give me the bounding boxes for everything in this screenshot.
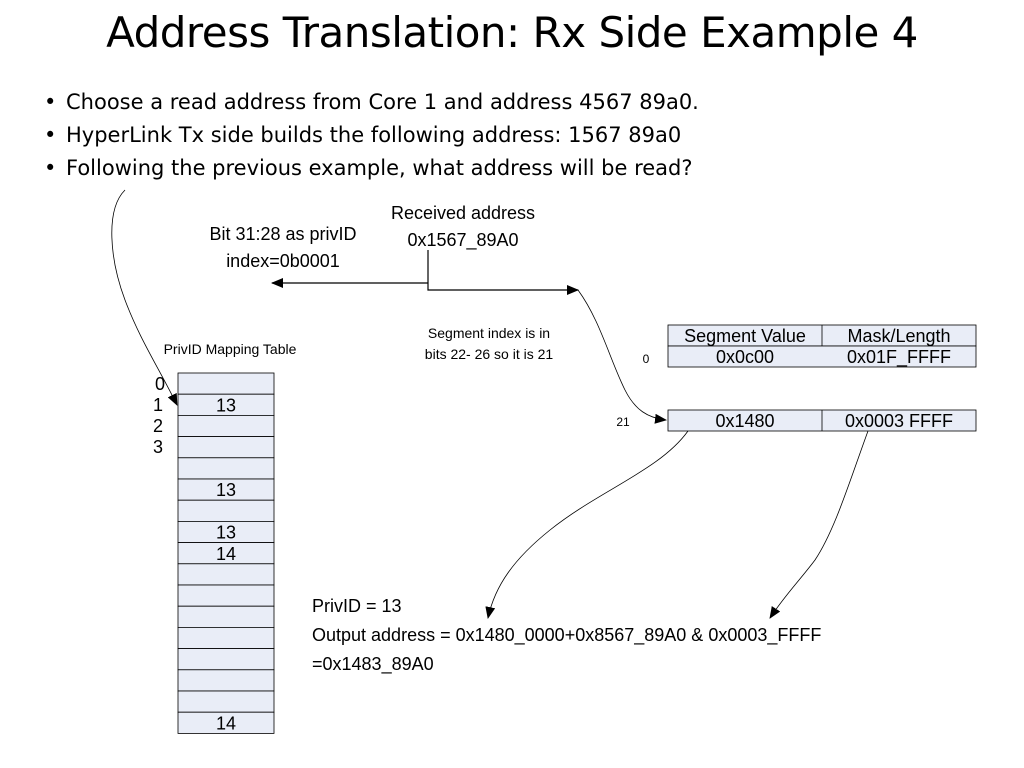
segment-row-value: 0x0c00 (716, 347, 774, 367)
mapping-table-cell (177, 648, 275, 671)
bullet-dot-icon: • (44, 90, 57, 114)
bullet-item: •Following the previous example, what ad… (44, 152, 699, 185)
segment-row-value: 0x1480 (715, 411, 774, 431)
mapping-table-cell (177, 436, 275, 459)
mapping-table-value: 13 (216, 523, 236, 543)
privid-bits-label: Bit 31:28 as privID (209, 224, 356, 244)
mapping-table-value: 13 (216, 395, 236, 415)
mapping-table-cell (177, 414, 275, 437)
mapping-row-label: 0 (155, 374, 165, 394)
segment-index-note-line1: Segment index is in (428, 325, 550, 341)
mapping-table-cell (177, 711, 275, 734)
mapping-table-cell (177, 457, 275, 480)
mask-length-arrow (769, 430, 869, 619)
privid-lookup-arrow (111, 189, 178, 406)
bullet-list: •Choose a read address from Core 1 and a… (44, 86, 699, 185)
mapping-table-title: PrivID Mapping Table (164, 341, 297, 357)
bullet-item: •Choose a read address from Core 1 and a… (44, 86, 699, 119)
segment-arrow (427, 250, 579, 295)
mapping-table-cell (177, 627, 275, 650)
received-address-label: Received address (391, 203, 535, 223)
mapping-table-value: 13 (216, 480, 236, 500)
segment-value-arrow (485, 430, 689, 619)
segment-row-index: 0 (643, 352, 650, 366)
mask-length-header: Mask/Length (847, 326, 950, 346)
segment-row-mask: 0x01F_FFFF (847, 347, 951, 368)
mapping-table-cell (177, 584, 275, 607)
segment-table: Segment Value Mask/Length 0 0x0c00 0x01F… (616, 324, 977, 432)
segment-value-header: Segment Value (684, 326, 806, 346)
segment-row-mask: 0x0003 FFFF (845, 411, 953, 431)
result-privid: PrivID = 13 (312, 596, 402, 616)
bullet-item: •HyperLink Tx side builds the following … (44, 119, 699, 152)
mapping-row-label: 3 (153, 437, 163, 457)
bullet-dot-icon: • (44, 156, 57, 180)
mapping-table-value: 14 (216, 544, 236, 564)
mapping-table-value: 14 (216, 713, 236, 733)
mapping-table-cell (177, 563, 275, 586)
segment-table-row (667, 345, 977, 368)
segment-index-note-line2: bits 22- 26 so it is 21 (425, 346, 554, 362)
bullet-dot-icon: • (44, 123, 57, 147)
mapping-table-cell (177, 605, 275, 628)
result-final-address: =0x1483_89A0 (312, 654, 434, 675)
mapping-table-cell (177, 372, 275, 395)
slide-title: Address Translation: Rx Side Example 4 (106, 8, 918, 57)
mapping-table-cell (177, 690, 275, 713)
privid-index-label: index=0b0001 (226, 251, 340, 271)
segment-row-index: 21 (616, 415, 630, 429)
mapping-table-cell (177, 669, 275, 692)
mapping-row-label: 2 (153, 416, 163, 436)
result-output-address: Output address = 0x1480_0000+0x8567_89A0… (312, 625, 821, 646)
received-address-value: 0x1567_89A0 (407, 230, 518, 251)
mapping-row-label: 1 (153, 395, 163, 415)
mapping-table-cell (177, 499, 275, 522)
segment-lookup-arrow (577, 289, 667, 424)
